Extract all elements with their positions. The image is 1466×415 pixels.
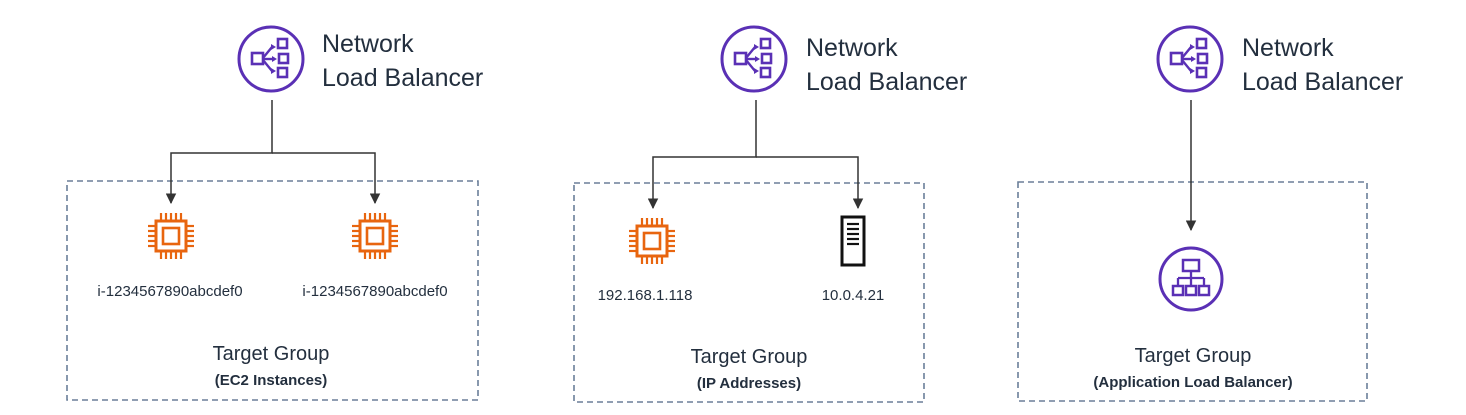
nlb-label-line1: Network [1242,34,1334,62]
ec2-instance-icon [350,211,400,261]
target-group-subtitle: (EC2 Instances) [214,372,328,389]
target-group-title: Target Group [212,343,330,365]
application-load-balancer-icon [1158,246,1224,312]
nlb-label-line2: Load Balancer [1242,68,1404,96]
target-label: i-1234567890abcdef0 [97,283,243,300]
target-group-subtitle: (Application Load Balancer) [1093,374,1293,391]
target-label: 10.0.4.21 [821,287,885,304]
ec2-instance-icon [627,216,677,266]
connector [165,100,273,205]
connector [756,156,864,210]
ec2-instance-icon [146,211,196,261]
target-group-subtitle: (IP Addresses) [696,375,802,392]
network-load-balancer-icon [237,25,305,93]
nlb-label-line2: Load Balancer [322,64,484,92]
target-group-box [1017,181,1368,402]
server-icon [840,215,866,267]
nlb-label-line1: Network [806,34,898,62]
network-load-balancer-icon [1156,25,1224,93]
connector [647,100,757,210]
nlb-label: Network Load Balancer [322,27,552,95]
target-group-box [66,180,479,401]
target-group-title: Target Group [1134,345,1252,367]
target-label: i-1234567890abcdef0 [302,283,448,300]
nlb-label-line2: Load Balancer [806,68,968,96]
network-load-balancer-icon [720,25,788,93]
nlb-label: Network Load Balancer [806,31,1036,99]
nlb-label: Network Load Balancer [1242,31,1466,99]
nlb-label-line1: Network [322,30,414,58]
target-group-title: Target Group [690,346,808,368]
target-label: 192.168.1.118 [597,287,693,304]
target-group-box [573,182,925,403]
connector [272,152,381,205]
